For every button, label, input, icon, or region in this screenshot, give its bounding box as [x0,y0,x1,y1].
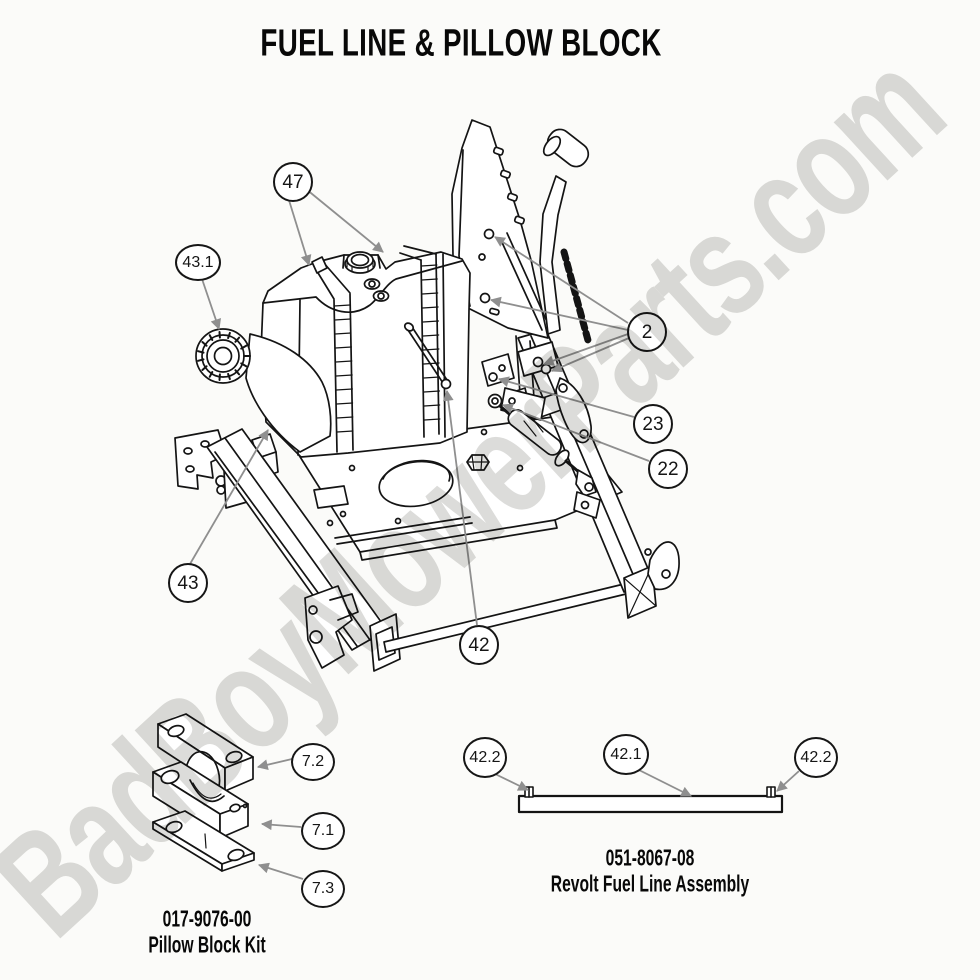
filler-funnel [245,333,332,453]
pillow-block-kit-name: Pillow Block Kit [148,931,266,958]
front-cross-bar [383,583,627,653]
filler-cap [344,251,376,274]
pillow-block-part-number: 017-9076-00 [162,905,252,932]
tank-fittings [363,278,390,302]
callout-23-label: 23 [642,413,664,435]
page-title: FUEL LINE & PILLOW BLOCK [260,22,662,65]
callout-42: 42 [459,625,499,665]
callout-2: 2 [627,312,667,352]
callout-47: 47 [273,162,313,202]
callout-7-1-label: 7.1 [311,822,335,839]
callout-43-1-label: 43.1 [182,253,214,271]
tank-strap-rear [399,245,441,438]
callout-43-1: 43.1 [175,244,221,281]
tank-strap-front [311,256,354,453]
callout-42-2-left-label: 42.2 [469,748,501,766]
callout-42-2-right: 42.2 [794,737,838,778]
callout-42-1-label: 42.1 [610,745,642,763]
fuel-cap-part [195,328,251,384]
fuel-line-assembly-name: Revolt Fuel Line Assembly [550,870,750,897]
callout-42-label: 42 [468,634,490,656]
callout-42-2-right-label: 42.2 [800,748,832,766]
callout-22-label: 22 [657,458,679,480]
callout-7-2: 7.2 [291,743,335,781]
callout-2-label: 2 [641,321,653,343]
callout-43: 43 [168,563,208,603]
fuel-line-assembly [517,786,784,814]
callout-42-2-left: 42.2 [463,737,507,778]
callout-7-3: 7.3 [301,870,345,908]
control-lever [539,128,593,348]
fuel-line-part-number: 051-8067-08 [605,844,695,871]
callout-7-1: 7.1 [301,812,345,850]
callout-42-1: 42.1 [603,734,649,775]
frame-latch [304,585,359,669]
pillow-block-kit [152,713,255,872]
callout-23: 23 [633,404,673,444]
callout-22: 22 [648,449,688,489]
callout-43-label: 43 [177,572,199,594]
leader-lines [189,188,800,880]
fuel-pickup-tube [403,322,452,390]
callout-7-3-label: 7.3 [311,880,335,897]
callout-7-2-label: 7.2 [301,753,325,770]
callout-47-label: 47 [282,171,304,193]
